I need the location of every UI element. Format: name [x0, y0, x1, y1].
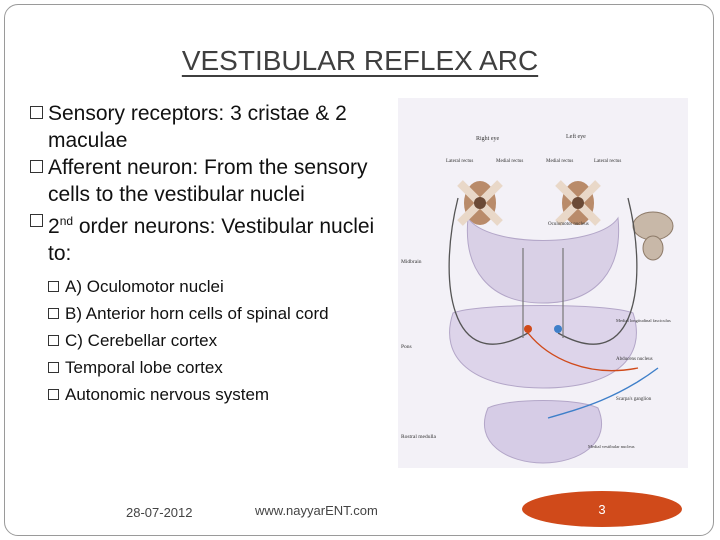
bullet-text-sup: nd — [59, 214, 74, 228]
label-mvn: Medial vestibular nucleus — [588, 444, 635, 449]
medulla-section-icon — [483, 400, 603, 464]
midbrain-section-icon — [466, 216, 620, 304]
label-medial-rectus-left: Medial rectus — [496, 159, 523, 164]
label-lateral-rectus-right: Lateral rectus — [594, 159, 621, 164]
checkbox-bullet-icon — [48, 281, 59, 292]
page-number: 3 — [598, 502, 606, 517]
checkbox-bullet-icon — [48, 362, 59, 373]
reflex-arc-diagram: Right eye Left eye Lateral rectus Medial… — [401, 133, 674, 464]
label-right-eye: Right eye — [476, 136, 499, 142]
bullet-text-pre: 2 — [48, 215, 60, 238]
brainstem-thumbnail-icon — [632, 211, 674, 261]
bullet-text: Sensory receptors: 3 cristae & 2 maculae — [48, 102, 347, 152]
label-lateral-rectus-left: Lateral rectus — [446, 159, 473, 164]
checkbox-bullet-icon — [48, 389, 59, 400]
vestibular-afferent-blue-icon — [547, 367, 659, 419]
label-pons: Pons — [401, 344, 412, 350]
bullet-text-post: order neurons: Vestibular nuclei to: — [48, 215, 375, 265]
sub-bullet-cerebellar: C) Cerebellar cortex — [48, 329, 365, 352]
sub-bullet-text: A) Oculomotor nuclei — [65, 277, 224, 296]
label-mlf: Medial longitudinal fasciculus — [616, 318, 671, 323]
sub-bullet-autonomic: Autonomic nervous system — [48, 383, 365, 406]
vestibular-reflex-figure: Right eye Left eye Lateral rectus Medial… — [398, 98, 688, 468]
footer-url: www.nayyarENT.com — [255, 503, 378, 518]
label-oculomotor: Oculomotor nucleus — [548, 222, 589, 227]
sub-bullet-text: Autonomic nervous system — [65, 385, 270, 404]
sub-bullet-text: Temporal lobe cortex — [65, 358, 223, 377]
footer-date: 28-07-2012 — [126, 505, 193, 520]
nucleus-dot-icon — [554, 325, 562, 333]
checkbox-bullet-icon — [48, 308, 59, 319]
pons-section-icon — [449, 305, 637, 389]
nucleus-dot-icon — [524, 325, 532, 333]
sub-bullet-oculomotor: A) Oculomotor nuclei — [48, 275, 365, 298]
label-medial-rectus-right: Medial rectus — [546, 159, 573, 164]
checkbox-bullet-icon — [30, 106, 43, 119]
slide-frame — [4, 4, 714, 536]
slide-title: VESTIBULAR REFLEX ARC — [181, 45, 539, 76]
mlf-tracts-icon — [522, 248, 564, 338]
label-midbrain: Midbrain — [401, 259, 422, 265]
checkbox-bullet-icon — [30, 214, 43, 227]
label-rostral-medulla: Rostral medulla — [401, 434, 437, 440]
right-eye-icon — [457, 180, 503, 226]
bullet-list: Sensory receptors: 3 cristae & 2 maculae… — [30, 100, 390, 406]
vestibular-pathway-red-icon — [527, 332, 639, 372]
bullet-second-order: 2nd order neurons: Vestibular nuclei to: — [30, 208, 390, 267]
sub-bullet-text: B) Anterior horn cells of spinal cord — [65, 304, 329, 323]
bullet-sensory-receptors: Sensory receptors: 3 cristae & 2 maculae — [30, 100, 390, 154]
checkbox-bullet-icon — [48, 335, 59, 346]
pathway-left-icon — [448, 197, 529, 345]
label-abducens: Abducens nucleus — [616, 357, 653, 362]
sub-bullet-anterior-horn: B) Anterior horn cells of spinal cord — [48, 302, 365, 325]
left-eye-icon — [555, 180, 601, 226]
page-number-badge: 3 — [522, 491, 682, 527]
label-left-eye: Left eye — [566, 133, 586, 140]
sub-bullet-text: C) Cerebellar cortex — [65, 331, 218, 350]
checkbox-bullet-icon — [30, 160, 43, 173]
label-scarpa: Scarpa's ganglion — [616, 397, 652, 402]
pathway-right-icon — [557, 197, 638, 345]
bullet-text: Afferent neuron: From the sensory cells … — [48, 156, 368, 206]
sub-bullet-temporal: Temporal lobe cortex — [48, 356, 365, 379]
bullet-afferent-neuron: Afferent neuron: From the sensory cells … — [30, 154, 390, 208]
